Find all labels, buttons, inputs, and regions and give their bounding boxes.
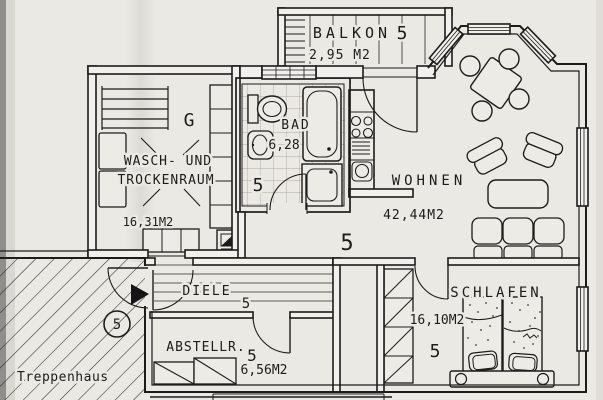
living-room-window <box>576 127 589 207</box>
treppenhaus-label: Treppenhaus <box>17 370 109 385</box>
wardrobe-icon <box>383 268 414 384</box>
shelf-column-icon <box>209 84 236 229</box>
pillow-icon <box>508 352 538 373</box>
balkon-area: 2,95 M2 <box>309 48 371 63</box>
waschraum-tag: G <box>184 110 195 131</box>
room-wohnen <box>348 48 565 261</box>
abstellraum-area: 6,56M2 <box>241 363 288 378</box>
waschraum-label-2: TROCKENRAUM <box>117 173 214 188</box>
entry-door-arc <box>107 267 149 309</box>
abstellraum-door-arc <box>252 315 291 354</box>
abstellraum-label: ABSTELLR. <box>166 340 245 355</box>
double-bed-icon <box>449 296 555 388</box>
entrance-arrow-icon <box>131 284 149 305</box>
storage-shelf-icon <box>153 357 237 385</box>
balcony-door-window <box>261 65 317 80</box>
diele-label: DIELE <box>182 284 231 299</box>
wohnen-label: WOHNEN <box>392 173 467 189</box>
waschraum-door-arc <box>152 269 194 311</box>
balcony-door-arc <box>362 77 418 133</box>
coffee-table-icon <box>487 179 549 209</box>
scan-edge-fade <box>6 0 15 400</box>
abstellraum-unit-number: 5 <box>247 346 257 365</box>
waschraum-area: 16,31M2 <box>123 215 174 229</box>
balcony-decking-lines <box>282 15 450 64</box>
bad-area: 6,28 <box>268 138 299 153</box>
kitchen-counter <box>348 89 414 198</box>
room-bad <box>242 84 344 207</box>
shower-icon <box>301 163 343 207</box>
bay-window <box>428 23 557 66</box>
mattress-dots <box>467 302 541 349</box>
bath-sink-icon <box>247 130 274 160</box>
chair-icon <box>498 48 520 70</box>
drying-rack-icon <box>101 86 169 130</box>
chair-icon <box>508 88 530 110</box>
schlafen-door-arc <box>414 265 449 300</box>
room-cross-marks <box>140 137 201 207</box>
labels: BALKON 5 2,95 M2 G WASCH- UND TROCKENRAU… <box>15 21 542 388</box>
walls <box>0 25 587 393</box>
bedroom-window <box>576 286 589 352</box>
schlafen-unit-number: 5 <box>430 341 441 362</box>
kitchen-sink-icon <box>351 161 373 182</box>
lower-neighbor-outline <box>150 393 392 400</box>
waschraum-label-1: WASCH- UND <box>124 154 212 169</box>
bad-unit-number: 5 <box>253 175 264 196</box>
balkon-unit-number: 5 <box>397 23 408 44</box>
cabinet-left-icon <box>98 132 127 208</box>
stove-icon <box>350 115 374 139</box>
room-balkon <box>277 7 453 67</box>
unit-number-badge: 5 <box>103 310 131 338</box>
toilet-icon <box>247 94 288 124</box>
room-abstellraum <box>153 357 237 385</box>
diele-floor-stripes <box>154 264 334 308</box>
treppenhaus-hatching <box>0 258 145 400</box>
doors <box>107 77 449 354</box>
badge-unit-number: 5 <box>113 317 121 333</box>
pillow-icon <box>468 350 498 372</box>
bad-label: BAD <box>281 118 310 133</box>
waschraum-doorway-sill <box>148 251 185 257</box>
heater-vent-icon <box>352 141 370 155</box>
diele-unit-number: 5 <box>242 296 250 312</box>
paper-crease <box>126 0 156 262</box>
sofa-icon <box>471 217 565 261</box>
room-schlafen <box>383 268 555 388</box>
windows <box>148 23 589 352</box>
wohnen-unit-number: 5 <box>340 231 353 256</box>
chair-icon <box>471 100 493 122</box>
wohnen-area: 42,44M2 <box>383 208 445 223</box>
bathtub-icon <box>302 86 342 162</box>
bed-headboard <box>449 370 555 388</box>
scan-edge-right <box>596 0 603 400</box>
scan-edge-left <box>0 0 6 400</box>
chair-icon <box>459 55 481 77</box>
schlafen-label: SCHLAFEN <box>450 285 541 301</box>
bench-row-icon <box>142 228 200 253</box>
balkon-label: BALKON <box>313 24 391 42</box>
schlafen-area: 16,10M2 <box>410 313 465 328</box>
dining-table-icon <box>459 48 530 122</box>
bad-door-arc <box>269 173 307 211</box>
kitchen-stub-wall <box>348 188 414 198</box>
